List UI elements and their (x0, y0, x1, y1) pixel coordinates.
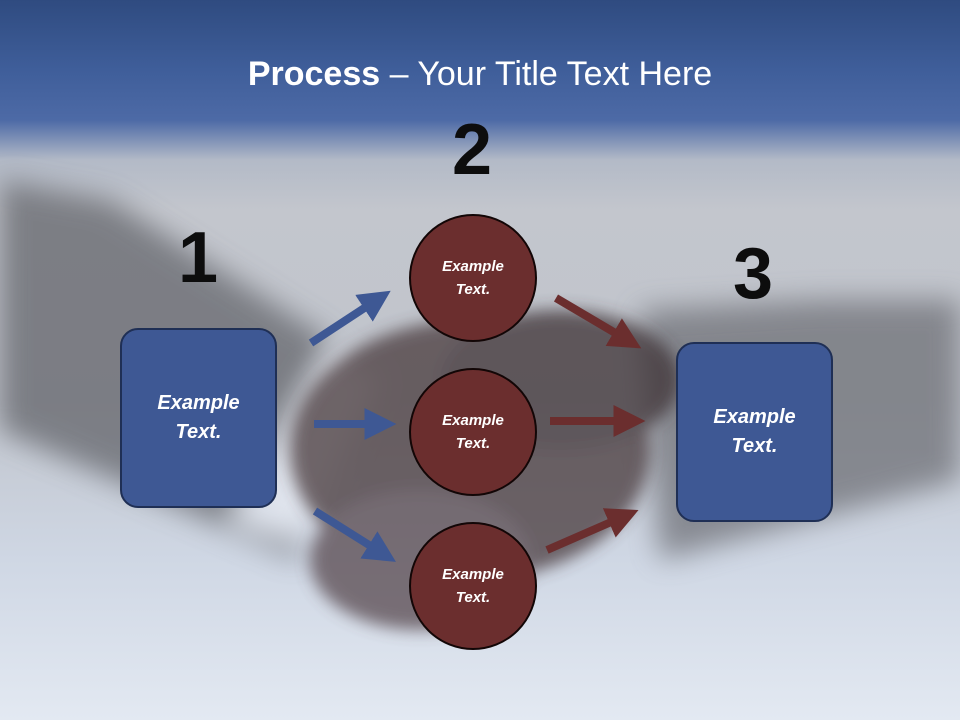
step-1-line2: Text. (175, 421, 222, 443)
title-rest: – Your Title Text Here (380, 55, 713, 93)
arrow-circle-bottom-to-box3 (545, 508, 639, 554)
title-bold: Process (247, 55, 381, 93)
circle-top-line1: Example (442, 258, 504, 275)
circle-middle-line2: Text. (455, 435, 491, 452)
step-number-2: 2 (451, 110, 493, 190)
circle-bottom-line1: Example (442, 566, 504, 583)
circle-bottom-line2: Text. (455, 589, 491, 606)
arrow-circle-top-to-box3 (553, 294, 642, 349)
step-number-1: 1 (177, 218, 219, 298)
arrow-box1-to-circle-bottom (312, 507, 396, 562)
step-3-line2: Text. (731, 435, 778, 457)
page-title: Process – Your Title Text Here (0, 52, 960, 96)
step-2-circle-top: Example Text. (409, 214, 537, 342)
step-2-circle-bottom: Example Text. (409, 522, 537, 650)
step-number-3: 3 (732, 234, 774, 314)
step-1-box: Example Text. (120, 328, 277, 508)
step-3-box: Example Text. (676, 342, 833, 522)
step-2-circle-middle: Example Text. (409, 368, 537, 496)
step-3-line1: Example (713, 406, 796, 428)
circle-top-line2: Text. (455, 281, 491, 298)
step-1-line1: Example (157, 392, 240, 414)
arrow-box1-to-circle-top (308, 290, 391, 347)
circle-middle-line1: Example (442, 412, 504, 429)
